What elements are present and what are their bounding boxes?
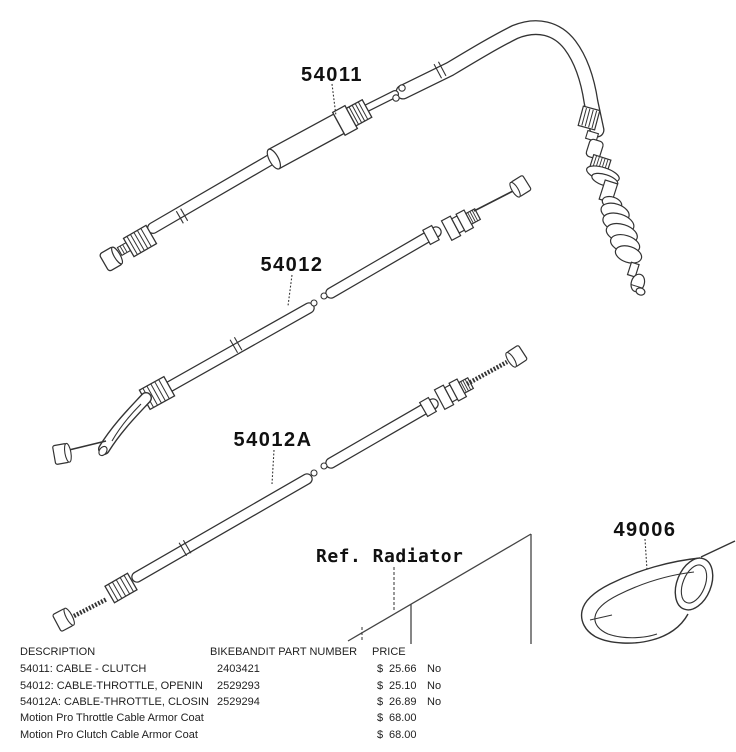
row-description: Motion Pro Throttle Cable Armor Coat <box>20 712 204 724</box>
throttle-open-cable-54012-drawing <box>52 175 532 465</box>
cable-knurled-ring <box>104 572 138 604</box>
part-label-49006: 49006 <box>613 519 676 541</box>
cable-nipple <box>630 273 646 293</box>
table-row: 54011: CABLE - CLUTCH 2403421 $ 25.66 No <box>0 663 736 679</box>
throttle-close-cable-54012a-drawing <box>52 345 528 632</box>
part-label-54012: 54012 <box>260 254 323 276</box>
cable-adjuster-nuts <box>433 377 475 411</box>
cable-end-cap <box>99 246 124 272</box>
cable-adjuster-nuts <box>440 208 482 242</box>
column-header-description: DESCRIPTION <box>20 646 96 658</box>
row-availability: No <box>427 680 442 692</box>
cable-barrel-end <box>52 442 72 465</box>
cable-barrel-end <box>509 175 532 198</box>
table-row: Motion Pro Clutch Cable Armor Coat $ 68.… <box>0 729 736 745</box>
column-header-price: PRICE <box>372 646 406 658</box>
row-part-number: 2529294 <box>217 696 260 708</box>
part-label-54012a: 54012A <box>233 429 312 451</box>
table-row: 54012: CABLE-THROTTLE, OPENIN 2529293 $ … <box>0 680 736 696</box>
table-row: 54012A: CABLE-THROTTLE, CLOSIN 2529294 $… <box>0 696 736 712</box>
row-currency: $ <box>377 696 384 708</box>
row-currency: $ <box>377 680 384 692</box>
row-price: 25.10 <box>389 680 417 692</box>
clutch-cable-54011-drawing <box>99 20 646 296</box>
label-leader-lines <box>271 83 648 571</box>
radiator-reference-lines <box>347 533 532 644</box>
cable-barrel-end <box>505 345 528 368</box>
price-table-header: DESCRIPTION BIKEBANDIT PART NUMBER PRICE <box>0 646 736 662</box>
cable-adjuster <box>122 224 158 258</box>
row-availability: No <box>427 663 442 675</box>
row-currency: $ <box>377 729 384 741</box>
row-description: 54011: CABLE - CLUTCH <box>20 663 147 675</box>
price-table: DESCRIPTION BIKEBANDIT PART NUMBER PRICE… <box>0 646 736 752</box>
row-availability: No <box>427 696 442 708</box>
row-part-number: 2403421 <box>217 663 260 675</box>
row-description: 54012A: CABLE-THROTTLE, CLOSIN <box>20 696 209 708</box>
row-price: 68.00 <box>389 712 417 724</box>
column-header-part-number: BIKEBANDIT PART NUMBER <box>210 646 358 658</box>
part-label-54011: 54011 <box>301 64 363 86</box>
row-price: 68.00 <box>389 729 417 741</box>
row-price: 26.89 <box>389 696 417 708</box>
table-row: Motion Pro Throttle Cable Armor Coat $ 6… <box>0 712 736 728</box>
row-currency: $ <box>377 663 384 675</box>
clutch-boot-assembly <box>585 138 646 296</box>
cable-housing <box>266 98 373 170</box>
ref-radiator-label: Ref. Radiator <box>316 546 463 567</box>
dust-boot-49006-drawing <box>580 540 736 644</box>
row-description: 54012: CABLE-THROTTLE, OPENIN <box>20 680 203 692</box>
cable-barrel-end <box>52 607 75 632</box>
row-price: 25.66 <box>389 663 417 675</box>
row-currency: $ <box>377 712 384 724</box>
row-part-number: 2529293 <box>217 680 260 692</box>
row-description: Motion Pro Clutch Cable Armor Coat <box>20 729 198 741</box>
